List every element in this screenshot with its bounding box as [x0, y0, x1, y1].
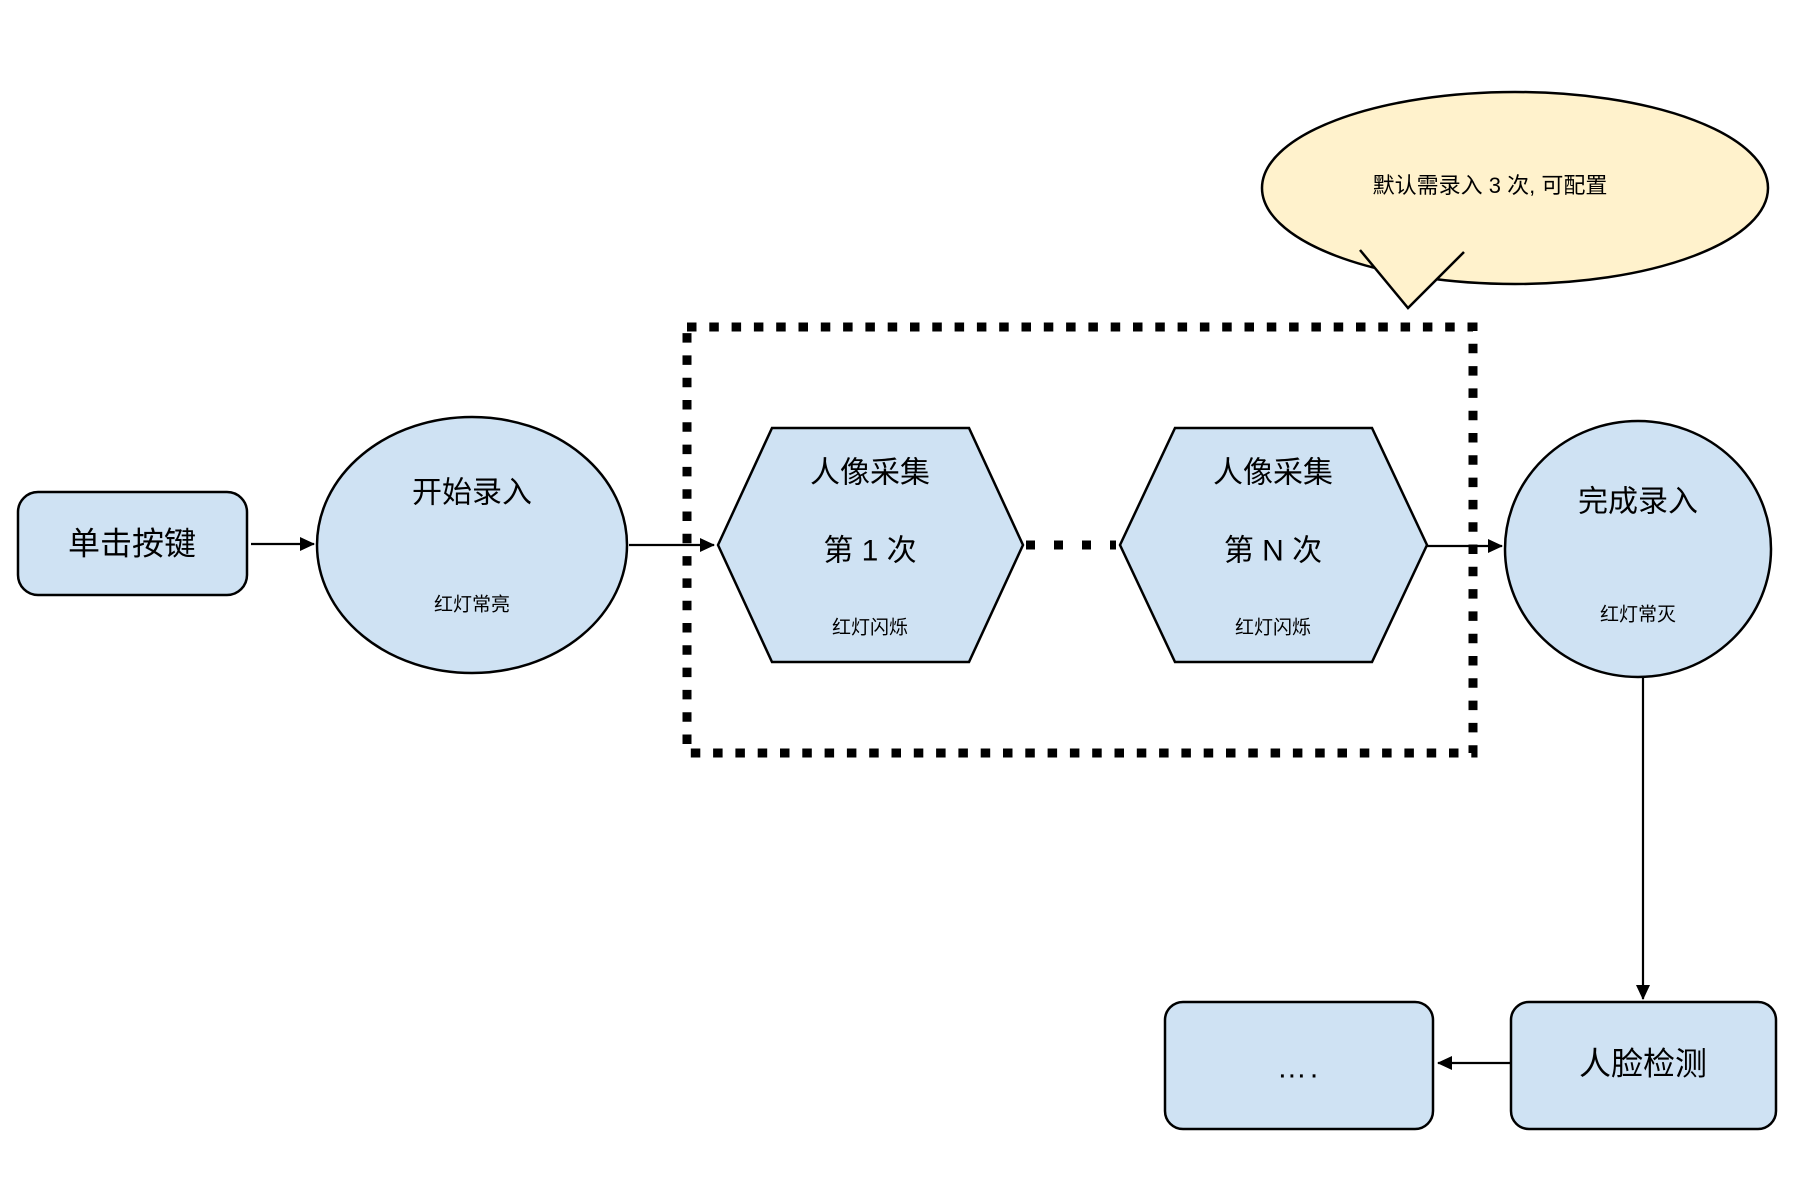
start-enroll-sublabel: 红灯常亮 — [433, 594, 511, 616]
face-detect-node-shape — [1509, 1000, 1778, 1131]
more-steps-label: …. — [1276, 1051, 1322, 1085]
start-enroll-node-shape — [315, 415, 629, 675]
face-detect-label: 人脸检测 — [1578, 1045, 1708, 1082]
capture-nth-sublabel: 红灯闪烁 — [1234, 617, 1312, 639]
capture-nth-count-label: 第 N 次 — [1223, 534, 1323, 568]
finish-enroll-node-shape — [1503, 419, 1773, 679]
capture-first-node-shape — [716, 426, 1025, 664]
click-button-node-shape — [16, 490, 249, 597]
callout-bubble-body — [1260, 90, 1770, 286]
repeat-group-border — [682, 322, 1478, 758]
callout-text: 默认需录入 3 次, 可配置 — [1372, 172, 1608, 198]
start-enroll-label: 开始录入 — [412, 476, 532, 510]
callout-bubble-tail — [1359, 249, 1465, 310]
callout-bubble — [1260, 90, 1770, 310]
capture-first-sublabel: 红灯闪烁 — [831, 617, 909, 639]
capture-nth-label: 人像采集 — [1213, 456, 1333, 490]
finish-enroll-label: 完成录入 — [1578, 485, 1698, 519]
click-button-label: 单击按键 — [67, 525, 197, 562]
more-steps-node-shape — [1163, 1000, 1435, 1131]
capture-first-count-label: 第 1 次 — [823, 534, 917, 568]
finish-enroll-sublabel: 红灯常灭 — [1599, 604, 1677, 626]
capture-first-label: 人像采集 — [810, 456, 930, 490]
